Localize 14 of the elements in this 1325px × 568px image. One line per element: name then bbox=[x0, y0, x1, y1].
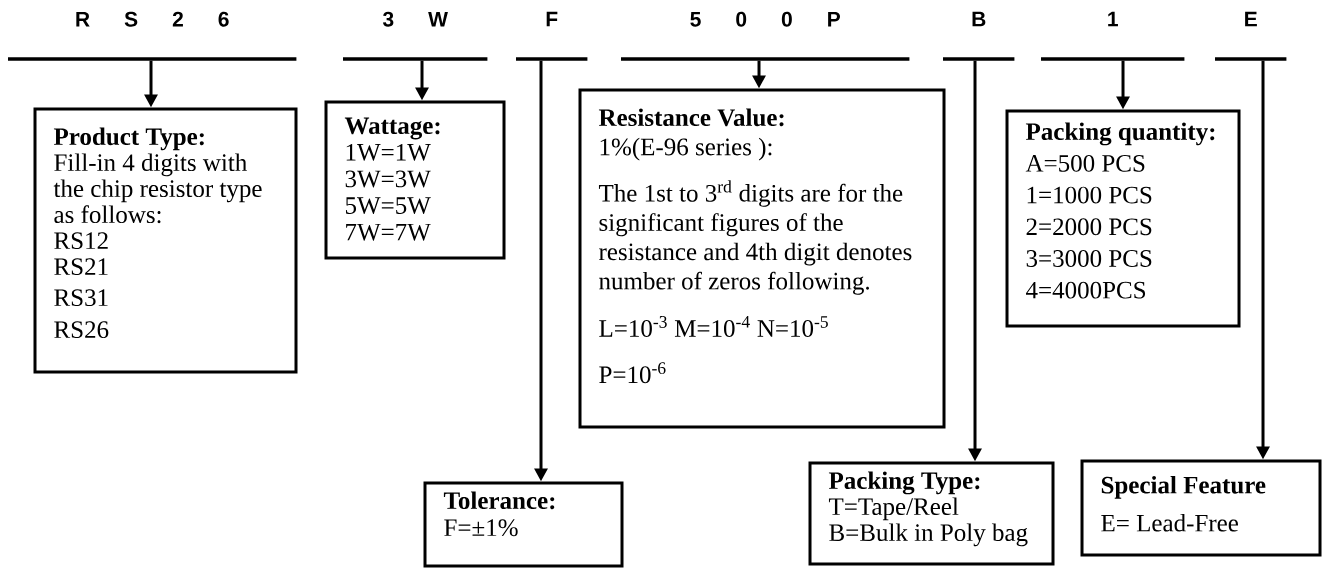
code-segment: 3 W bbox=[343, 11, 488, 61]
code-segment: 5 0 0 P bbox=[621, 11, 910, 61]
description-box: Packing Type: T=Tape/Reel B=Bulk in Poly bag bbox=[808, 461, 1055, 566]
code-segment: R S 2 6 bbox=[8, 11, 297, 61]
description-box: Product Type: Fill-in 4 digits with the chip resistor type as follows: RS12 RS21 RS31 RS26 bbox=[33, 107, 298, 374]
description-box: Packing quantity: A=500 PCS 1=1000 PCS 2=2000 PCS 3=3000 PCS 4=4000PCS bbox=[1005, 109, 1241, 328]
description-box: Tolerance: F=±1% bbox=[423, 481, 624, 568]
code-segment: B bbox=[943, 11, 1015, 61]
description-box: Special Feature E= Lead-Free bbox=[1080, 459, 1322, 557]
code-segment: F bbox=[516, 11, 588, 61]
code-segment: E bbox=[1215, 11, 1287, 61]
description-box: Resistance Value: 1%(E-96 series ): The 1st to 3$^{rd}$ digits are for the significant figures of the resistance and 4th digit denotes number of zeros following. L=10$^{-3}$ M=10$^{-4}$ N=10$^{-5}$ P=10$^{-6}$ bbox=[578, 88, 946, 429]
code-segment: 1 bbox=[1041, 11, 1185, 61]
description-box: Wattage: 1W=1W 3W=3W 5W=5W 7W=7W bbox=[324, 100, 506, 260]
